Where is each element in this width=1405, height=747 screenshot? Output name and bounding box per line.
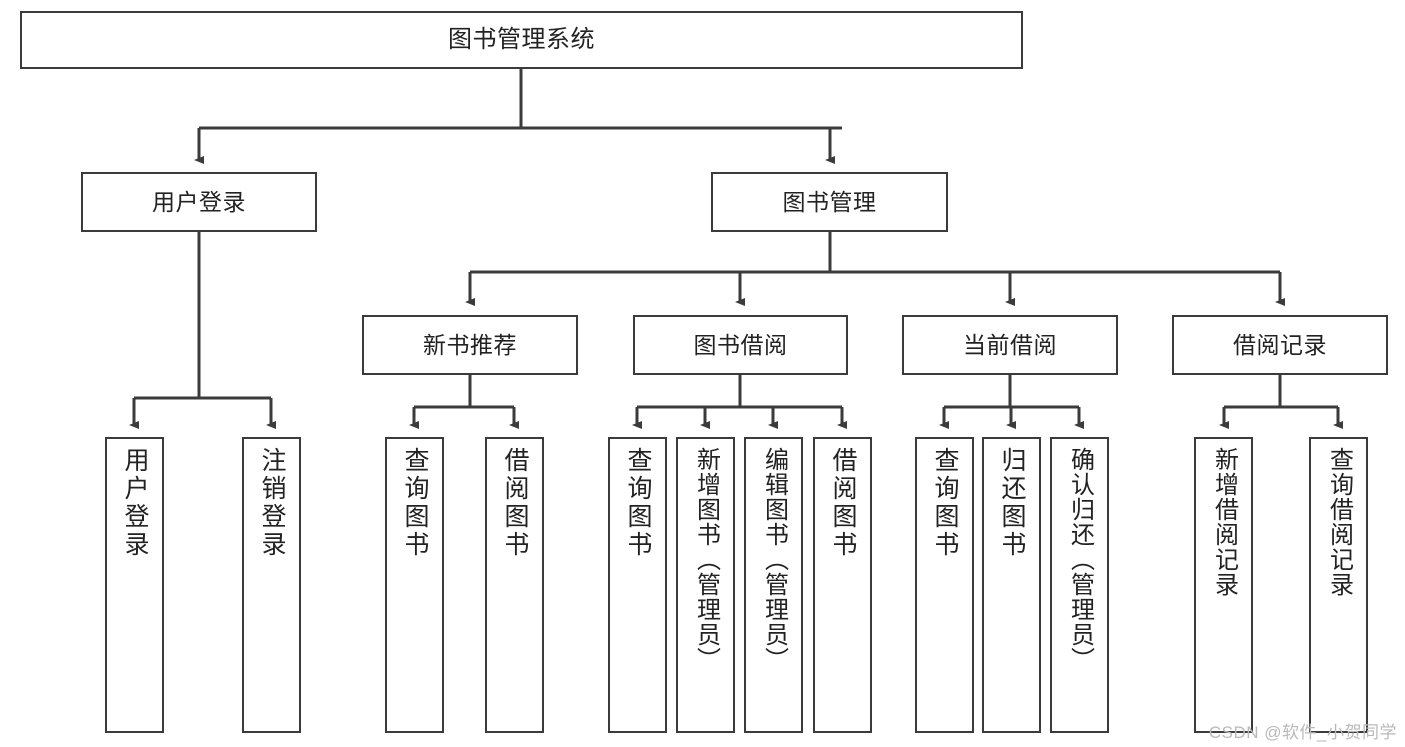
node-label: 查询图书: [931, 447, 959, 559]
watermark: CSDN @软件_小贺同学: [1208, 723, 1397, 742]
leaf-user-login-signout[interactable]: 注销登录: [242, 437, 301, 733]
node-label: 图书管理: [782, 188, 877, 215]
node-label: 归还图书: [998, 447, 1026, 559]
leaf-current-query-book[interactable]: 查询图书: [915, 437, 974, 733]
node-label: 借阅图书: [829, 447, 857, 559]
node-book-management[interactable]: 图书管理: [711, 172, 948, 232]
node-label: 当前借阅: [963, 331, 1057, 358]
leaf-borrow-borrow-book[interactable]: 借阅图书: [813, 437, 872, 733]
node-root-library-system[interactable]: 图书管理系统: [20, 11, 1023, 69]
node-label: 新书推荐: [423, 331, 517, 358]
node-book-borrow[interactable]: 图书借阅: [633, 315, 848, 375]
leaf-current-confirm-return-admin[interactable]: 确认归还（管理员）: [1050, 437, 1109, 733]
leaf-record-add-record[interactable]: 新增借阅记录: [1194, 437, 1253, 733]
node-label: 用户登录: [121, 447, 149, 559]
leaf-borrow-add-book-admin[interactable]: 新增图书（管理员）: [676, 437, 735, 733]
node-current-borrow[interactable]: 当前借阅: [902, 315, 1118, 375]
node-new-book-recommend[interactable]: 新书推荐: [362, 315, 578, 375]
leaf-record-query-record[interactable]: 查询借阅记录: [1309, 437, 1368, 733]
node-label: 查询图书: [624, 447, 652, 559]
node-user-login[interactable]: 用户登录: [81, 172, 317, 232]
node-label: 编辑图书（管理员）: [760, 447, 788, 672]
node-label: 图书管理系统: [448, 26, 595, 54]
node-label: 确认归还（管理员）: [1066, 447, 1094, 672]
node-label: 注销登录: [258, 447, 286, 559]
node-label: 查询借阅记录: [1325, 447, 1353, 597]
node-label: 新增借阅记录: [1210, 447, 1238, 597]
node-label: 用户登录: [152, 188, 246, 215]
node-label: 借阅记录: [1233, 331, 1327, 358]
node-label: 图书借阅: [693, 331, 788, 358]
node-label: 新增图书（管理员）: [692, 447, 720, 672]
node-label: 查询图书: [401, 447, 429, 559]
leaf-user-login-signin[interactable]: 用户登录: [105, 437, 164, 733]
leaf-recommend-borrow-book[interactable]: 借阅图书: [485, 437, 544, 733]
leaf-current-return-book[interactable]: 归还图书: [982, 437, 1041, 733]
node-label: 借阅图书: [501, 447, 529, 559]
leaf-recommend-query-book[interactable]: 查询图书: [385, 437, 444, 733]
leaf-borrow-query-book[interactable]: 查询图书: [608, 437, 667, 733]
leaf-borrow-edit-book-admin[interactable]: 编辑图书（管理员）: [744, 437, 803, 733]
node-borrow-record[interactable]: 借阅记录: [1172, 315, 1388, 375]
